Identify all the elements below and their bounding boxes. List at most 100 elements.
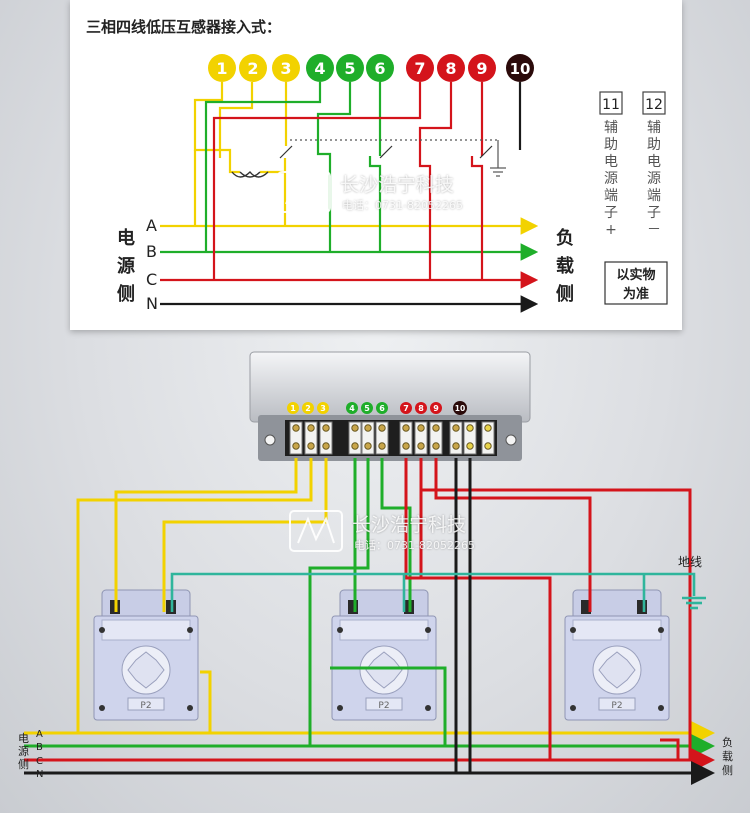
svg-text:电: 电 [117, 227, 135, 249]
terminal-screw [364, 424, 372, 432]
terminal-screw [364, 442, 372, 450]
terminal-5: 5 [336, 54, 364, 82]
svg-text:载: 载 [722, 750, 733, 763]
svg-text:7: 7 [403, 404, 409, 413]
terminal-screw [417, 442, 425, 450]
watermark-logo-icon [277, 171, 343, 552]
aux-12-vertical-text: 辅助电源端子－ [647, 120, 661, 238]
svg-text:N: N [146, 294, 158, 313]
svg-text:为准: 为准 [623, 286, 649, 302]
svg-text:4: 4 [314, 59, 325, 78]
svg-text:8: 8 [445, 59, 456, 78]
ct-unit: P2 [93, 589, 199, 721]
svg-text:N: N [36, 769, 43, 780]
svg-text:5: 5 [344, 59, 355, 78]
terminal-screw [452, 442, 460, 450]
svg-text:P2: P2 [611, 701, 622, 711]
svg-text:A: A [146, 216, 157, 235]
terminal-screw [402, 442, 410, 450]
svg-text:P2: P2 [140, 701, 151, 711]
top-phase-labels: A B C N [146, 216, 158, 313]
bottom-source-side-label: 电 源 侧 [18, 732, 29, 771]
meter-terminal-labels: 1 2 3 4 5 6 7 8 9 10 [287, 401, 467, 415]
svg-text:源: 源 [117, 255, 135, 277]
terminal-screw [292, 424, 300, 432]
terminal-screw [402, 424, 410, 432]
aux-11-vertical-text: 辅助电源端子+ [604, 120, 618, 238]
terminal-4: 4 [306, 54, 334, 82]
svg-text:9: 9 [433, 404, 439, 413]
svg-text:侧: 侧 [556, 284, 574, 305]
aux-terminals: 11 12 辅助电源端子+ 辅助电源端子－ 以实物 为准 [599, 91, 668, 305]
terminal-screw [292, 442, 300, 450]
bottom-load-side-label: 负 载 侧 [722, 735, 733, 777]
svg-text:侧: 侧 [18, 758, 29, 771]
svg-text:2: 2 [247, 59, 258, 78]
terminal-screw [322, 442, 330, 450]
svg-text:P2: P2 [378, 701, 389, 711]
top-load-side-label: 负 载 侧 [556, 227, 574, 305]
svg-text:4: 4 [349, 404, 355, 413]
svg-text:10: 10 [455, 404, 465, 413]
terminal-screw [351, 424, 359, 432]
current-transformers: P2 P2 P2 [93, 589, 670, 721]
svg-text:载: 载 [556, 255, 574, 277]
svg-text:源: 源 [18, 744, 29, 758]
top-terminals: 1 2 3 4 5 6 7 8 9 10 [208, 54, 534, 82]
terminal-screw [432, 424, 440, 432]
terminal-1: 1 [208, 54, 236, 82]
bottom-phase-labels: A B C N [36, 729, 43, 780]
terminal-screw [351, 442, 359, 450]
terminal-screw [378, 424, 386, 432]
terminal-3: 3 [272, 54, 300, 82]
svg-text:B: B [146, 242, 157, 261]
svg-text:3: 3 [280, 59, 291, 78]
terminal-10: 10 [506, 54, 534, 82]
svg-text:7: 7 [414, 59, 425, 78]
svg-text:C: C [36, 756, 43, 767]
svg-text:1: 1 [216, 59, 227, 78]
terminal-screw [322, 424, 330, 432]
svg-text:侧: 侧 [722, 764, 733, 777]
terminal-screw [452, 424, 460, 432]
svg-text:C: C [146, 270, 157, 289]
svg-text:12: 12 [645, 97, 663, 113]
top-source-side-label: 电 源 侧 [117, 227, 135, 305]
svg-text:以实物: 以实物 [616, 267, 655, 283]
terminal-screw [484, 424, 492, 432]
terminal-screw [307, 424, 315, 432]
svg-text:6: 6 [374, 59, 385, 78]
svg-text:3: 3 [320, 404, 326, 413]
terminal-7: 7 [406, 54, 434, 82]
terminal-screw [466, 424, 474, 432]
terminal-screw [432, 442, 440, 450]
svg-text:10: 10 [510, 60, 531, 78]
svg-text:1: 1 [290, 404, 296, 413]
svg-text:2: 2 [305, 404, 311, 413]
terminal-9: 9 [468, 54, 496, 82]
terminal-screw [378, 442, 386, 450]
svg-text:负: 负 [556, 227, 574, 249]
terminal-2: 2 [239, 54, 267, 82]
schematic-wires [160, 82, 539, 313]
svg-text:A: A [36, 729, 43, 740]
ground-label: 地线 [678, 555, 702, 569]
svg-text:11: 11 [602, 97, 620, 113]
svg-text:8: 8 [418, 404, 424, 413]
svg-text:6: 6 [379, 404, 385, 413]
terminal-6: 6 [366, 54, 394, 82]
field-wires [24, 458, 715, 785]
terminal-screw [417, 424, 425, 432]
svg-text:B: B [36, 742, 43, 753]
ct-unit: P2 [564, 589, 670, 721]
terminal-screw [307, 442, 315, 450]
meter-terminal-block [289, 421, 495, 455]
diagram-title: 三相四线低压互感器接入式： [86, 18, 281, 36]
ct-unit: P2 [331, 589, 437, 721]
svg-text:9: 9 [476, 59, 487, 78]
terminal-screw [484, 442, 492, 450]
svg-text:负: 负 [722, 735, 733, 749]
svg-text:侧: 侧 [117, 284, 135, 305]
terminal-screw [466, 442, 474, 450]
